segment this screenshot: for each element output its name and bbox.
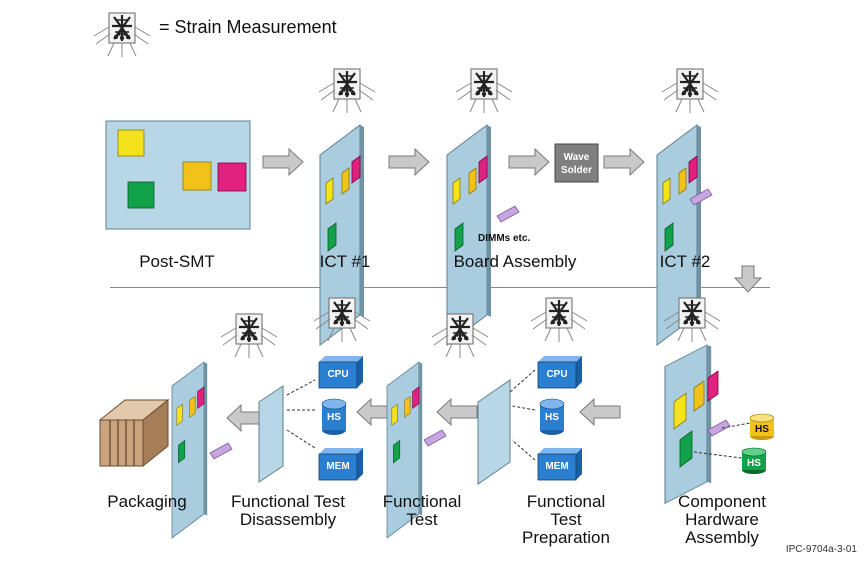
label-post-smt: Post-SMT: [139, 252, 215, 271]
ft-disassembly-board: [258, 385, 284, 483]
arrow-wave-solder-to-ict2: [603, 148, 645, 176]
hw-assembly-dimm-module: [707, 419, 731, 437]
arrow-ict2-to-hw-assembly: [734, 265, 762, 293]
ict2-strain-gauge-icon: [660, 67, 720, 115]
ft-disassembly-dashed-arrows: [286, 379, 316, 449]
wave-solder-label-2: Solder: [561, 165, 592, 176]
ict1-strain-gauge-icon: [317, 67, 377, 115]
packaging-box: [98, 398, 170, 468]
cpu-label-disassembly: CPU: [327, 369, 348, 380]
label-ict1: ICT #1: [319, 252, 371, 271]
post-smt-board: [105, 120, 251, 230]
hs-label-preparation: HS: [545, 412, 559, 423]
functional-test-dimm-module: [423, 429, 447, 447]
label-packaging: Packaging: [107, 492, 187, 511]
arrow-board-assembly-to-wave-solder: [508, 148, 550, 176]
label-hw-assembly: Component Hardware Assembly: [678, 492, 766, 547]
ft-preparation-board: [477, 379, 511, 485]
board-assembly-strain-gauge-icon: [454, 67, 514, 115]
label-ft-disassembly: Functional Test Disassembly: [230, 492, 346, 529]
legend-strain-gauge-icon: [92, 11, 152, 59]
packaging-dimm-module: [209, 442, 233, 460]
wave-solder-label-1: Wave: [564, 152, 590, 163]
label-ft-preparation: Functional Test Preparation: [522, 492, 610, 547]
figure-caption: IPC-9704a-3-01: [785, 544, 857, 555]
row-divider: [110, 287, 770, 288]
hw-assembly-components: [673, 370, 719, 468]
label-ict2: ICT #2: [659, 252, 711, 271]
hs-green-label: HS: [747, 458, 761, 469]
arrow-hw-assembly-to-preparation: [579, 398, 621, 426]
dimms-label: DIMMs etc.: [478, 233, 530, 244]
hs-green-heatsink: [741, 447, 767, 474]
hs-label-disassembly: HS: [327, 412, 341, 423]
wave-solder-box: Wave Solder: [554, 143, 599, 183]
label-functional-test: Functional Test: [382, 492, 462, 529]
cpu-label-preparation: CPU: [546, 369, 567, 380]
ft-preparation-strain-gauge-icon: [529, 296, 589, 344]
arrow-preparation-to-functional-test: [436, 398, 478, 426]
hs-gold-label: HS: [755, 424, 769, 435]
mem-label-disassembly: MEM: [326, 461, 349, 472]
dimm-module: [496, 205, 520, 223]
packaging-board: [171, 361, 208, 539]
label-board-assembly: Board Assembly: [453, 252, 577, 271]
hw-assembly-board: [664, 344, 712, 504]
legend-text: = Strain Measurement: [159, 17, 337, 37]
mem-label-preparation: MEM: [545, 461, 568, 472]
arrow-ict1-to-board-assembly: [388, 148, 430, 176]
ft-preparation-dashed-arrows: [509, 369, 536, 461]
arrow-post-smt-to-ict1: [262, 148, 304, 176]
ft-disassembly-strain-gauge-icon: [219, 312, 279, 360]
hw-assembly-dashed-lines: [693, 422, 751, 459]
hs-gold-heatsink: [749, 413, 775, 440]
